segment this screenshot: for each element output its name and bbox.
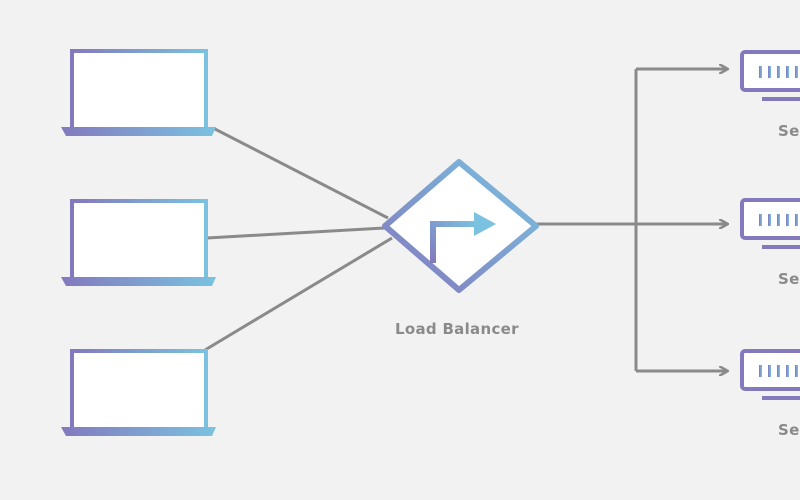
load-balancer-label: Load Balancer <box>395 320 519 338</box>
laptop-icon <box>61 349 216 436</box>
server-monitor-icon <box>740 349 800 400</box>
server-label: Se <box>778 122 800 140</box>
connector-client-1 <box>212 126 389 220</box>
server-connectors <box>536 69 727 371</box>
server-monitor-icon <box>740 198 800 249</box>
client-connectors <box>204 126 393 352</box>
laptop-icon <box>61 199 216 286</box>
server-label: Se <box>778 270 800 288</box>
load-balancer-icon <box>382 159 539 293</box>
server-label: Se <box>778 421 800 439</box>
connector-client-3 <box>204 236 393 352</box>
connector-client-2 <box>206 226 386 240</box>
server-monitor-icon <box>740 50 800 101</box>
laptop-icon <box>61 49 216 136</box>
